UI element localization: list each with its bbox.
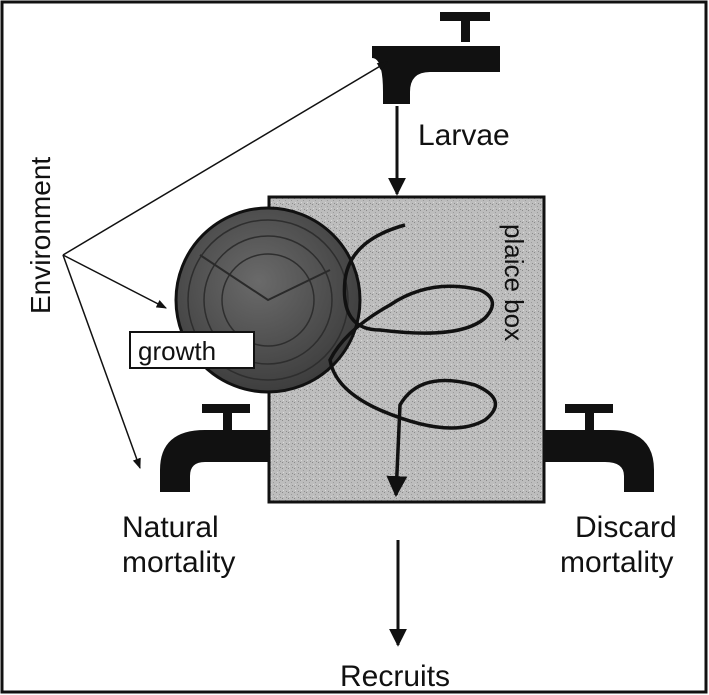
input-tap-icon [372, 12, 500, 104]
growth-label: growth [138, 336, 216, 366]
trajectory-path [328, 223, 498, 498]
environment-arrows [62, 61, 388, 469]
larvae-label: Larvae [418, 119, 510, 152]
natural-mortality-label-line2: mortality [122, 546, 235, 579]
environment-label: Environment [25, 157, 56, 314]
discard-mortality-tap-icon [544, 404, 654, 492]
natural-mortality-label-line1: Natural [122, 511, 219, 544]
growth-label-box [129, 331, 255, 369]
discard-mortality-label-line2: mortality [560, 546, 673, 579]
discard-mortality-label-line1: Discard [575, 511, 677, 544]
plaice-box-label: plaice box [499, 224, 529, 341]
natural-mortality-tap-icon [160, 404, 269, 492]
recruits-label: Recruits [340, 660, 450, 693]
